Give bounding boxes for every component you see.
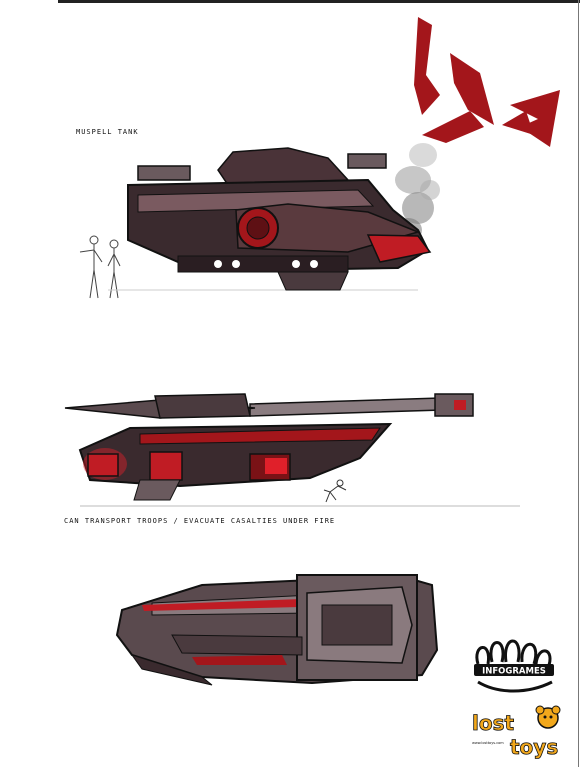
- faction-emblem: [414, 17, 560, 147]
- top-border: [58, 0, 580, 3]
- infogrames-label: INFOGRAMES: [482, 667, 546, 677]
- exhaust-smoke: [394, 143, 440, 242]
- human-scale-figures: [79, 235, 121, 299]
- tank-title-caption: MUSPELL TANK: [76, 128, 139, 136]
- right-border: [578, 0, 579, 767]
- tank-note-caption: CAN TRANSPORT TROOPS / EVACUATE CASALTIE…: [64, 517, 336, 525]
- lost-toys-word-toys: toys: [510, 735, 558, 759]
- lost-toys-word-lost: lost: [472, 711, 515, 735]
- lost-toys-url: www.losttoys.com: [472, 741, 504, 745]
- lost-toys-logo: lost toys www.losttoys.com: [472, 705, 561, 759]
- infogrames-logo: INFOGRAMES: [474, 639, 554, 693]
- troop-transport-side-view: [64, 393, 520, 507]
- tank-top-view: [115, 573, 439, 686]
- muspell-tank-side-view: [108, 147, 432, 291]
